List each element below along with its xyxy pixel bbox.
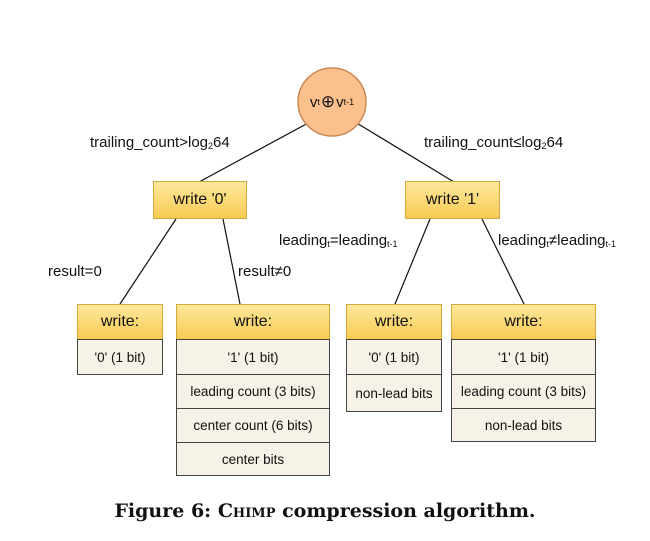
leaf-d-row: non-lead bits — [451, 408, 596, 442]
write-0-node: write '0' — [153, 181, 247, 219]
edge-left-leafa — [119, 218, 177, 305]
right-edge-label: trailing_count≤log264 — [424, 134, 564, 151]
leaf-b-row: leading count (3 bits) — [176, 374, 330, 409]
leaf-c-row: '0' (1 bit) — [346, 339, 442, 375]
leaf-d-header: write: — [451, 304, 596, 340]
edge-left-leafb — [222, 218, 241, 305]
leaf-b-row: center count (6 bits) — [176, 408, 330, 443]
leaf-b-header: write: — [176, 304, 330, 340]
leaf-b-row: '1' (1 bit) — [176, 339, 330, 375]
leaf-d-row: '1' (1 bit) — [451, 339, 596, 375]
leaf-b-row: center bits — [176, 442, 330, 476]
leaf-c-row: non-lead bits — [346, 374, 442, 412]
figure-caption: Figure 6: Chimp compression algorithm. — [114, 500, 536, 522]
leaf-c-header: write: — [346, 304, 442, 340]
edge-root-left — [198, 121, 311, 183]
leaf-a-row: '0' (1 bit) — [77, 339, 163, 375]
leading-notequal-label: leadingt≠leadingt-1 — [498, 232, 617, 249]
leading-equal-label: leadingt=leadingt-1 — [279, 232, 398, 249]
edge-right-leafd — [481, 218, 525, 305]
leaf-d-row: leading count (3 bits) — [451, 374, 596, 409]
left-edge-label: trailing_count>log264 — [90, 134, 230, 151]
edge-right-leafc — [394, 218, 431, 305]
write-1-node: write '1' — [405, 181, 500, 219]
result-zero-label: result=0 — [48, 263, 102, 280]
result-nonzero-label: result≠0 — [238, 263, 292, 280]
root-node-circle — [297, 67, 367, 137]
algorithm-name: Chimp — [217, 500, 276, 522]
edge-root-right — [354, 121, 455, 183]
leaf-a-header: write: — [77, 304, 163, 340]
